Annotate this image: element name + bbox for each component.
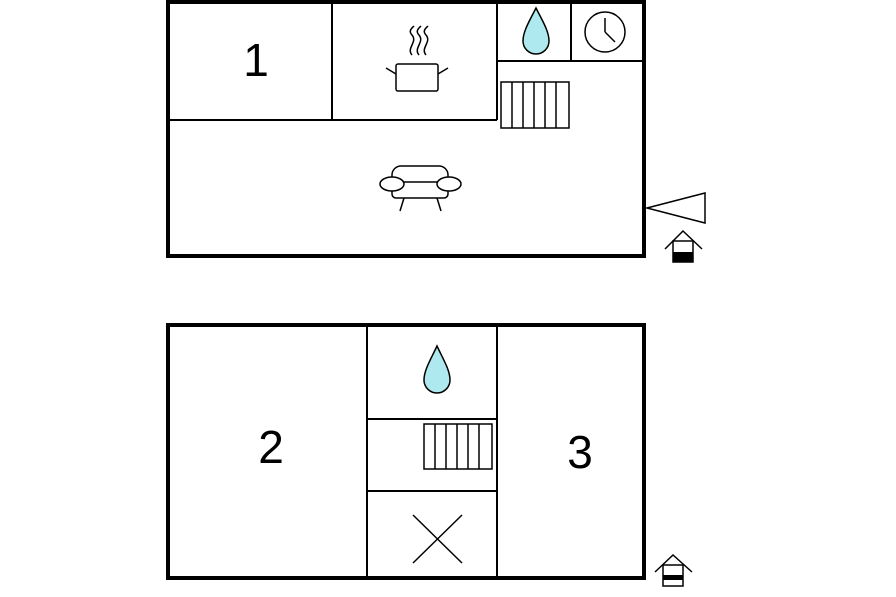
- radiator-icon: [500, 81, 570, 129]
- sofa-icon: [379, 165, 462, 212]
- room-1: 1: [243, 34, 269, 86]
- room-number-3: 3: [567, 426, 593, 478]
- water-drop-icon: [522, 6, 550, 55]
- radiator-icon: [423, 423, 493, 470]
- room-number-2: 2: [258, 421, 284, 473]
- water-drop-icon: [423, 344, 451, 394]
- room-number-1: 1: [243, 34, 269, 86]
- clock-icon: [584, 11, 626, 53]
- upper-floor: 1: [166, 0, 706, 263]
- cooking-pot-icon: [385, 25, 449, 92]
- cross-icon: [412, 514, 463, 564]
- upper-floor-outline: [166, 0, 646, 258]
- entrance-house-icon: [654, 553, 693, 587]
- entrance-house-icon: [664, 229, 703, 263]
- lower-floor-outline: [166, 323, 646, 580]
- view-direction-icon: [644, 192, 706, 224]
- lower-floor: 2 3: [166, 323, 693, 587]
